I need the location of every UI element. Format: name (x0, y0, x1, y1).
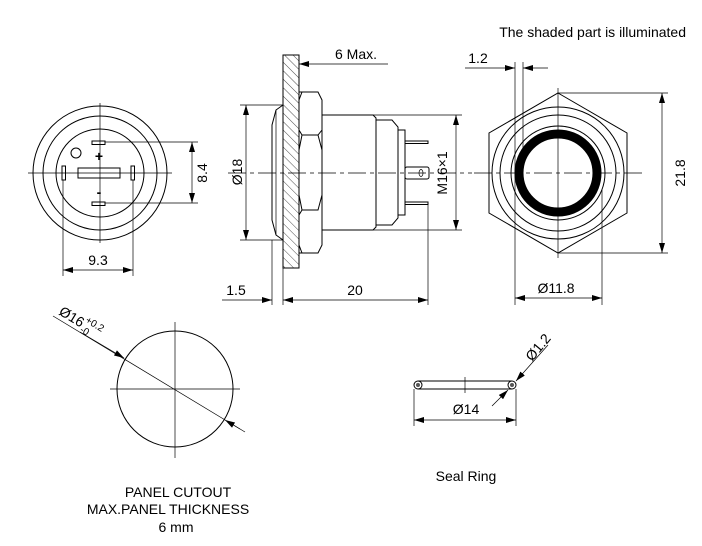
dim-diameter-11-8: Ø11.8 (537, 280, 574, 296)
panel-thickness-label: MAX.PANEL THICKNESS (87, 501, 249, 517)
dim-1-5: 1.5 (226, 282, 246, 298)
side-view: Ø18 6 Max. M16×1 1.5 20 (222, 46, 472, 305)
led-indicator-mark (70, 147, 82, 159)
dim-8-4: 8.4 (194, 163, 210, 183)
minus-terminal-label: - (97, 184, 102, 200)
dim-thread-m16: M16×1 (434, 151, 450, 194)
panel-cutout: Ø16 +0.2 -0 PANEL CUTOUT MAX.PANEL THICK… (52, 303, 249, 535)
front-view: + - 8.4 9.3 (28, 103, 210, 276)
dim-1-2: 1.2 (468, 50, 488, 66)
panel-cutout-label: PANEL CUTOUT (125, 484, 232, 500)
seal-ring: Ø14 Ø1.2 Seal Ring (413, 330, 554, 484)
dim-seal-diameter-14: Ø14 (453, 401, 480, 417)
illumination-note: The shaded part is illuminated (499, 24, 686, 40)
dim-6-max: 6 Max. (335, 46, 377, 62)
dim-9-3: 9.3 (88, 252, 108, 268)
dim-hex-21-8: 21.8 (672, 159, 688, 186)
dim-20: 20 (347, 282, 363, 298)
dim-seal-cross-section: Ø1.2 (522, 330, 554, 364)
seal-ring-label: Seal Ring (436, 468, 497, 484)
dim-diameter-18: Ø18 (229, 159, 245, 186)
plus-terminal-label: + (95, 148, 103, 164)
panel-thickness-value: 6 mm (159, 519, 194, 535)
hex-view: 1.2 Ø11.8 21.8 (465, 50, 688, 305)
